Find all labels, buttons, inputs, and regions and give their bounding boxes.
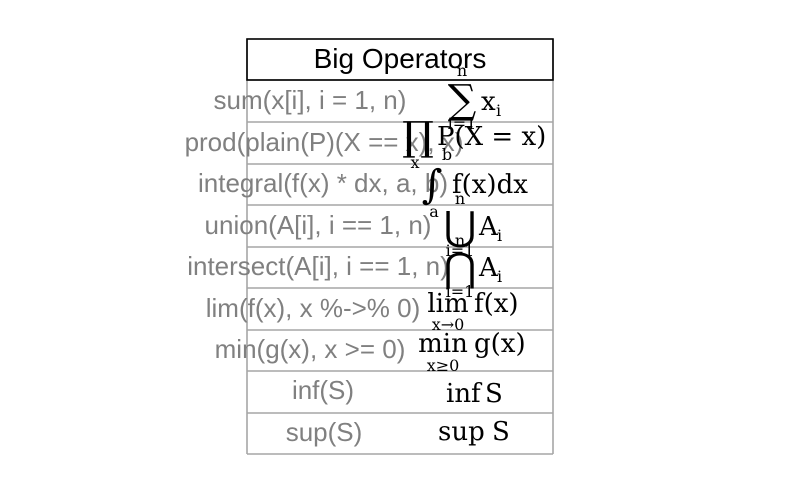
math-union: n ⋃ i=1 A i [444, 189, 503, 260]
sum-subscript: i [496, 101, 501, 120]
sup-body: S [492, 417, 510, 447]
union-subscript: i [497, 226, 502, 245]
math-min: min x≥0 g(x) [418, 329, 525, 375]
math-lim: lim x→0 f(x) [427, 289, 518, 334]
integral-body: f(x)dx [452, 170, 528, 200]
code-label-union: union(A[i], i == 1, n) [205, 210, 432, 240]
math-inf: inf S [446, 379, 503, 409]
code-label-lim: lim(f(x), x %->% 0) [206, 293, 421, 323]
math-integral: b ∫ a f(x)dx [422, 145, 529, 221]
code-label-sup: sup(S) [286, 417, 363, 447]
sum-lower-limit: i=1 [448, 114, 477, 133]
code-label-inf: inf(S) [292, 375, 354, 405]
sum-body: x [481, 87, 496, 117]
math-sup: sup S [438, 417, 510, 447]
integral-operator: ∫ [422, 162, 443, 208]
sum-operator: ∑ [448, 77, 477, 123]
math-column: n ∑ i=1 x i ∏ x P(X = x) b ∫ a f(x)dx n … [402, 61, 546, 447]
lim-body: f(x) [474, 289, 519, 319]
sum-upper-limit: n [457, 61, 467, 80]
code-column: sum(x[i], i = 1, n) prod(plain(P)(X == x… [185, 85, 464, 447]
union-lower-limit: i=1 [446, 241, 475, 260]
sup-operator: sup [438, 417, 485, 447]
title-box [246, 38, 554, 81]
math-intersect: n ⋂ i=1 A i [444, 231, 503, 301]
math-sum: n ∑ i=1 x i [448, 61, 501, 133]
union-upper-limit: n [455, 189, 465, 208]
integral-upper-limit: b [442, 145, 452, 164]
code-label-min: min(g(x), x >= 0) [215, 334, 406, 364]
code-label-sum: sum(x[i], i = 1, n) [214, 85, 407, 115]
code-label-intersect: intersect(A[i], i == 1, n) [187, 251, 449, 281]
union-operator: ⋃ [444, 204, 477, 250]
math-prod: ∏ x P(X = x) [402, 114, 546, 172]
code-label-integral: integral(f(x) * dx, a, b) [198, 168, 448, 198]
intersect-body: A [478, 253, 499, 283]
lim-operator: lim [427, 289, 468, 319]
min-lower-limit: x≥0 [427, 356, 460, 375]
intersect-subscript: i [497, 267, 502, 286]
intersect-lower-limit: i=1 [446, 282, 475, 301]
union-body: A [478, 212, 499, 242]
inf-body: S [485, 379, 503, 409]
inf-operator: inf [446, 379, 483, 409]
lim-lower-limit: x→0 [432, 315, 465, 334]
prod-operator: ∏ [402, 114, 434, 160]
intersect-upper-limit: n [455, 231, 465, 250]
integral-lower-limit: a [429, 202, 439, 221]
intersect-operator: ⋂ [444, 245, 477, 291]
min-operator: min [418, 329, 468, 359]
min-body: g(x) [474, 329, 526, 359]
code-label-prod: prod(plain(P)(X == x), x) [185, 127, 464, 157]
diagram-title: Big Operators [314, 43, 487, 74]
prod-lower-limit: x [410, 153, 419, 172]
prod-body: P(X = x) [437, 122, 546, 152]
